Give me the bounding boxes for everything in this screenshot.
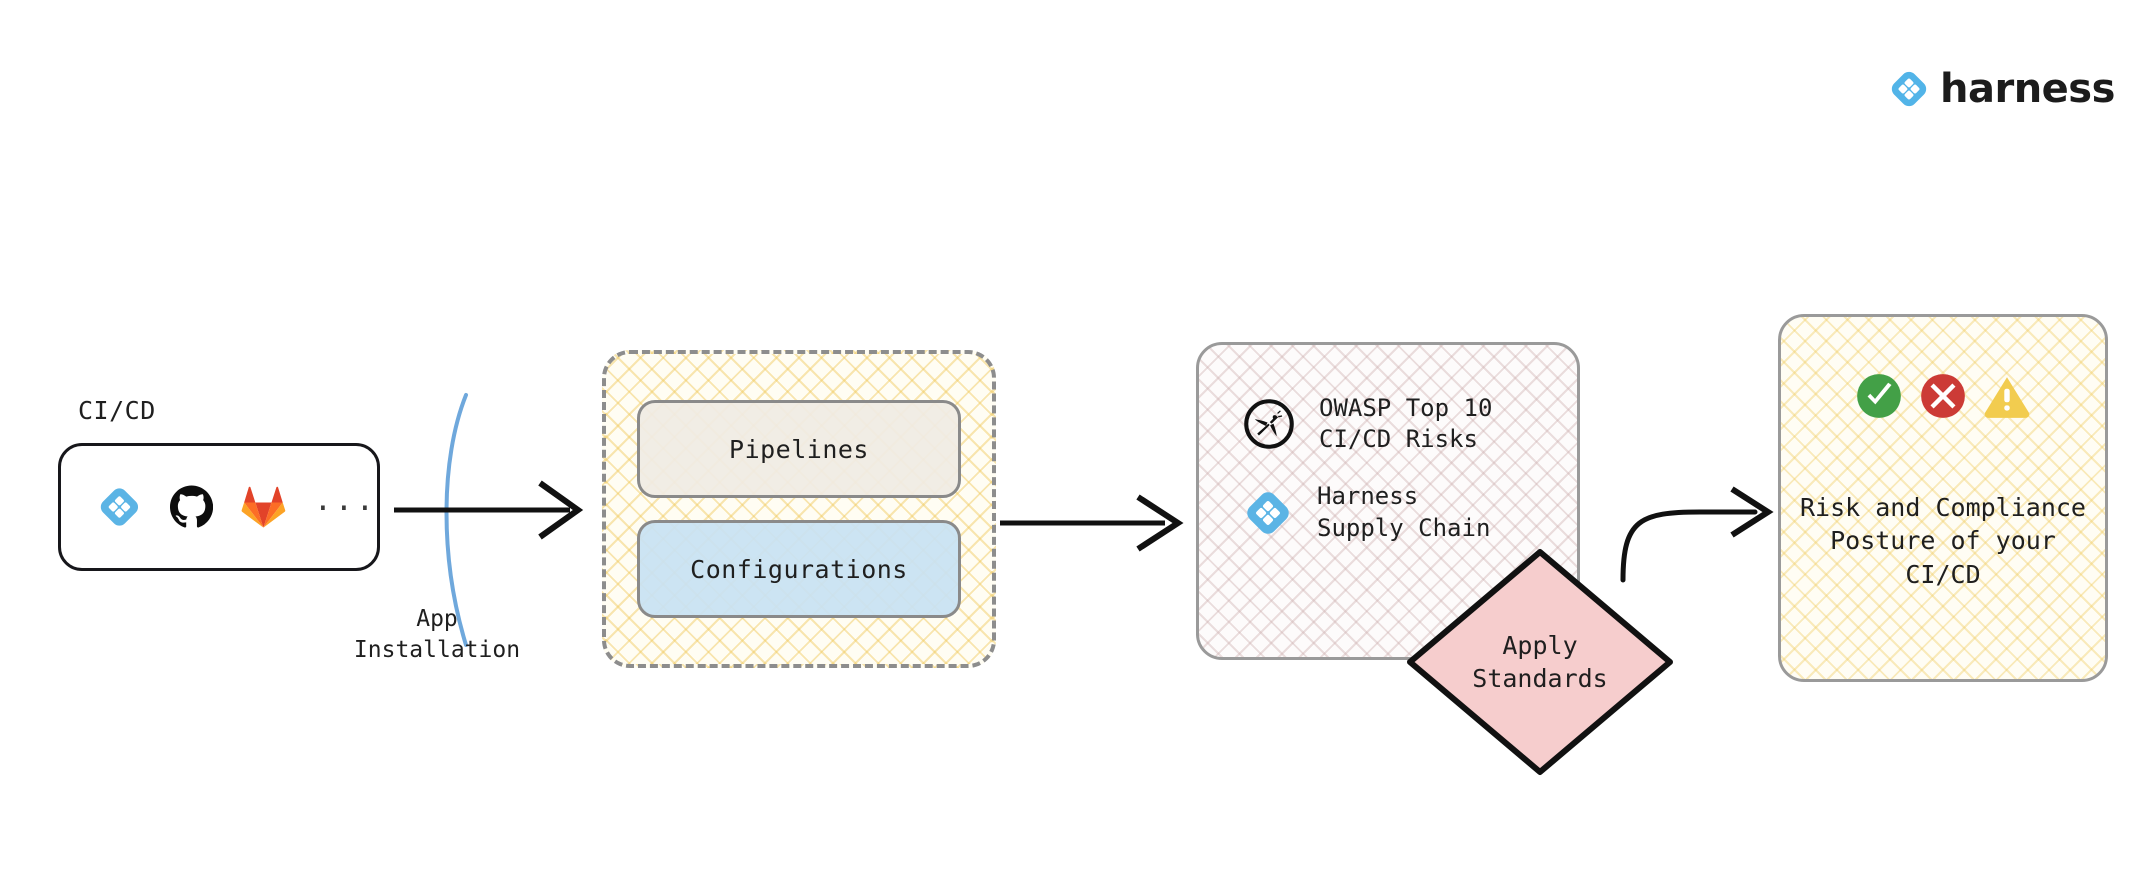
owasp-label: OWASP Top 10 CI/CD Risks [1319,394,1493,454]
outcome-text: Risk and Compliance Posture of your CI/C… [1800,493,2086,589]
pipelines-label: Pipelines [729,434,869,464]
apply-standards-node[interactable]: Apply Standards [1404,546,1676,778]
standard-item-owasp[interactable]: OWASP Top 10 CI/CD Risks [1243,393,1577,455]
configurations-card[interactable]: Configurations [637,520,961,618]
status-icons-group [1854,371,2032,421]
app-installation-label: App Installation [353,606,521,664]
harness-wordmark: harness [1940,66,2115,112]
arrow-source-to-assets [394,480,584,540]
diamond-shape [1407,549,1673,775]
gitlab-fox-icon [241,486,286,528]
owasp-dragonfly-icon [1244,399,1294,449]
cicd-tools-box[interactable]: ... [58,443,380,571]
harness-diamond-icon [100,488,139,526]
harness-supply-chain-label: Harness Supply Chain [1317,482,1491,542]
check-circle-icon [1857,374,1901,418]
configurations-label: Configurations [690,554,908,584]
harness-diamond-icon [1247,491,1289,534]
more-tools-ellipsis: ... [313,483,377,518]
standard-item-harness-supply-chain[interactable]: Harness Supply Chain [1243,481,1577,543]
outcome-panel: Risk and Compliance Posture of your CI/C… [1778,314,2108,682]
github-octocat-icon [169,485,213,528]
arrow-assets-to-standards [1000,494,1184,552]
harness-diamond-icon [1891,71,1927,107]
cicd-label: CI/CD [78,396,156,425]
warning-triangle-icon [1984,377,2030,418]
harness-logo: harness [1888,68,2115,110]
pipelines-card[interactable]: Pipelines [637,400,961,498]
cicd-assets-container: Pipelines Configurations [602,350,996,668]
x-circle-icon [1921,374,1965,418]
